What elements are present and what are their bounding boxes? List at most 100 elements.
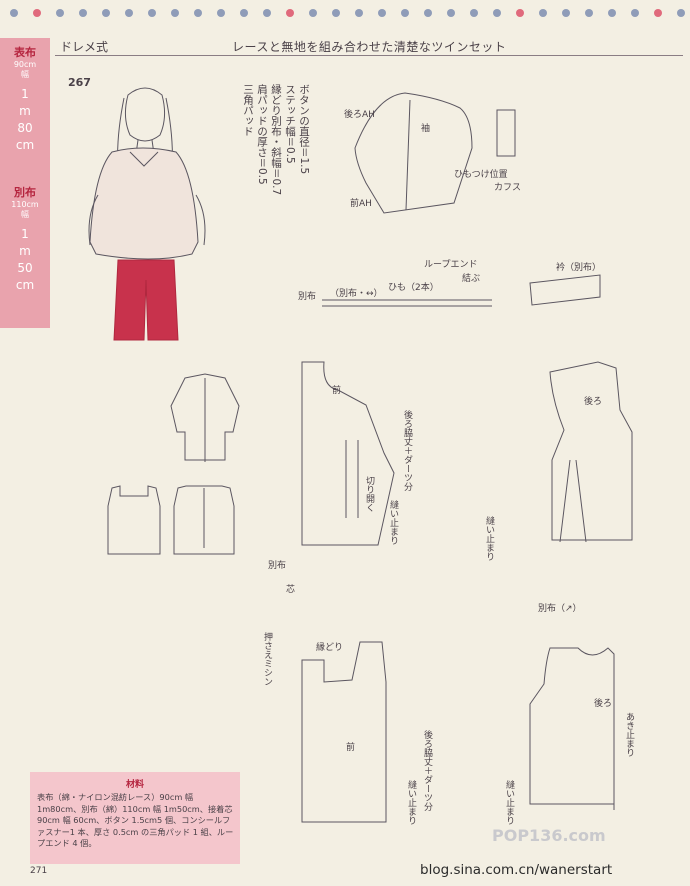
watermark: POP136.com [492, 826, 606, 845]
tie-label: 結ぶ [462, 274, 481, 284]
flat-sketch-top-back [173, 485, 235, 555]
contrast-fabric-len-1: 1 [21, 227, 29, 241]
binding-dot [470, 9, 478, 17]
jacket-bias-label: 別布 [268, 561, 287, 571]
fabric-sidebar: 表布 90cm 幅 1 m 80 cm 別布 110cm 幅 1 m 50 cm [0, 38, 50, 328]
himo-label: ひも（2本） [388, 283, 439, 293]
note-pad: 肩パッドの厚さ＝0.5 [256, 84, 268, 185]
binding-dot [10, 9, 18, 17]
collar-label: 衿（別布） [556, 263, 602, 273]
collar-pattern [529, 274, 601, 306]
bias-diag-label: 別布（↗） [538, 604, 582, 614]
contrast-fabric-len-3: 50 [17, 261, 33, 275]
back-label: 後ろ [584, 397, 603, 407]
contrast-fabric-width-suffix: 幅 [21, 210, 29, 219]
binding-dot [217, 9, 225, 17]
page-title: レースと無地を組み合わせた清楚なツインセット [232, 40, 507, 54]
top-side-dart-label: 後ろ脇丈＋ダーツ分 [422, 730, 432, 811]
binding-dot [56, 9, 64, 17]
tie-pattern [322, 299, 492, 307]
top-back-label: 後ろ [594, 699, 613, 709]
top-sew-stop-label: 縫い止まり [406, 780, 416, 825]
ribbon-position-label: ひもつけ位置 [454, 170, 508, 180]
pattern-number: 267 [68, 76, 91, 89]
binding-dot [332, 9, 340, 17]
binding-dot [516, 9, 524, 17]
binding-dot [33, 9, 41, 17]
contrast-fabric-len-4: cm [15, 278, 35, 292]
binding-dot [171, 9, 179, 17]
main-fabric-label: 表布 [14, 46, 36, 59]
main-fabric-len-2: m [19, 104, 31, 118]
binding-dot [240, 9, 248, 17]
back-sew-stop-label: 縫い止まり [484, 516, 494, 561]
binding-dot [539, 9, 547, 17]
flat-sketch-jacket [170, 373, 240, 462]
jacket-front-pattern [301, 361, 395, 546]
source-credit: blog.sina.com.cn/wanerstart [420, 862, 613, 878]
binding-dot [401, 9, 409, 17]
top-front-label: 前 [346, 743, 356, 753]
bias-cloth-label: 別布 [298, 292, 317, 302]
binding-dot [585, 9, 593, 17]
model-illustration [88, 87, 206, 341]
note-stitch: ステッチ幅＝0.5 [284, 84, 296, 164]
materials-title: 材料 [125, 780, 144, 790]
bias-direction-label: （別布・↔） [330, 289, 383, 299]
binding-dot [654, 9, 662, 17]
page-number: 271 [30, 866, 48, 876]
binding-dot [194, 9, 202, 17]
main-fabric-len-1: 1 [21, 87, 29, 101]
main-fabric-width-suffix: 幅 [21, 70, 29, 79]
binding-dot [148, 9, 156, 17]
contrast-fabric-label: 別布 [14, 186, 36, 199]
back-armhole-label: 後ろAH [344, 110, 375, 120]
binding-dot [493, 9, 501, 17]
side-dart-label: 後ろ脇丈＋ダーツ分 [402, 410, 412, 491]
binding-holes [0, 0, 690, 22]
binding-dot [378, 9, 386, 17]
materials-box: 材料 表布（綿・ナイロン混紡レース）90cm 幅 1m80cm、別布（綿）110… [30, 772, 240, 864]
binding-dot [631, 9, 639, 17]
top-back-sew-stop-label: 縫い止まり [504, 780, 514, 825]
binding-dot [79, 9, 87, 17]
header-divider [55, 55, 683, 56]
binding-dot [447, 9, 455, 17]
note-edge: 縁どり別布・斜幅＝0.7 [270, 84, 282, 196]
binding-dot [309, 9, 317, 17]
loop-end-label: ループエンド [424, 260, 478, 270]
front-armhole-label: 前AH [350, 199, 372, 209]
cut-open-label: 切り開く [364, 476, 374, 512]
cuff-label: カフス [494, 183, 522, 193]
main-fabric-len-3: 80 [17, 121, 33, 135]
jacket-back-pattern [549, 361, 633, 543]
main-fabric-block: 表布 90cm 幅 1 m 80 cm [0, 44, 50, 154]
binding-dot [608, 9, 616, 17]
press-stitch-label: 押さえミシン [262, 632, 272, 686]
binding-dot [677, 9, 685, 17]
edge-label: 縁どり [316, 643, 344, 653]
binding-dot [562, 9, 570, 17]
top-front-pattern [301, 641, 387, 823]
materials-body: 表布（綿・ナイロン混紡レース）90cm 幅 1m80cm、別布（綿）110cm … [37, 792, 234, 848]
binding-dot [102, 9, 110, 17]
open-stop-label: あき止まり [624, 712, 634, 757]
binding-dot [424, 9, 432, 17]
main-fabric-width: 90cm [13, 60, 37, 69]
binding-dot [125, 9, 133, 17]
note-button: ボタンの直径＝1.5 [298, 84, 310, 175]
flat-sketch-top-front [107, 485, 161, 555]
note-triangle: 三角パッド [242, 84, 254, 137]
front-label: 前 [332, 386, 342, 396]
binding-dot [355, 9, 363, 17]
top-back-pattern [529, 647, 615, 810]
main-fabric-len-4: cm [15, 138, 35, 152]
sew-stop-label: 縫い止まり [388, 500, 398, 545]
sleeve-pattern [354, 92, 516, 214]
jacket-core-label: 芯 [286, 585, 296, 595]
sleeve-label: 袖 [421, 124, 431, 134]
contrast-fabric-block: 別布 110cm 幅 1 m 50 cm [0, 184, 50, 294]
binding-dot [263, 9, 271, 17]
contrast-fabric-width: 110cm [11, 200, 39, 209]
